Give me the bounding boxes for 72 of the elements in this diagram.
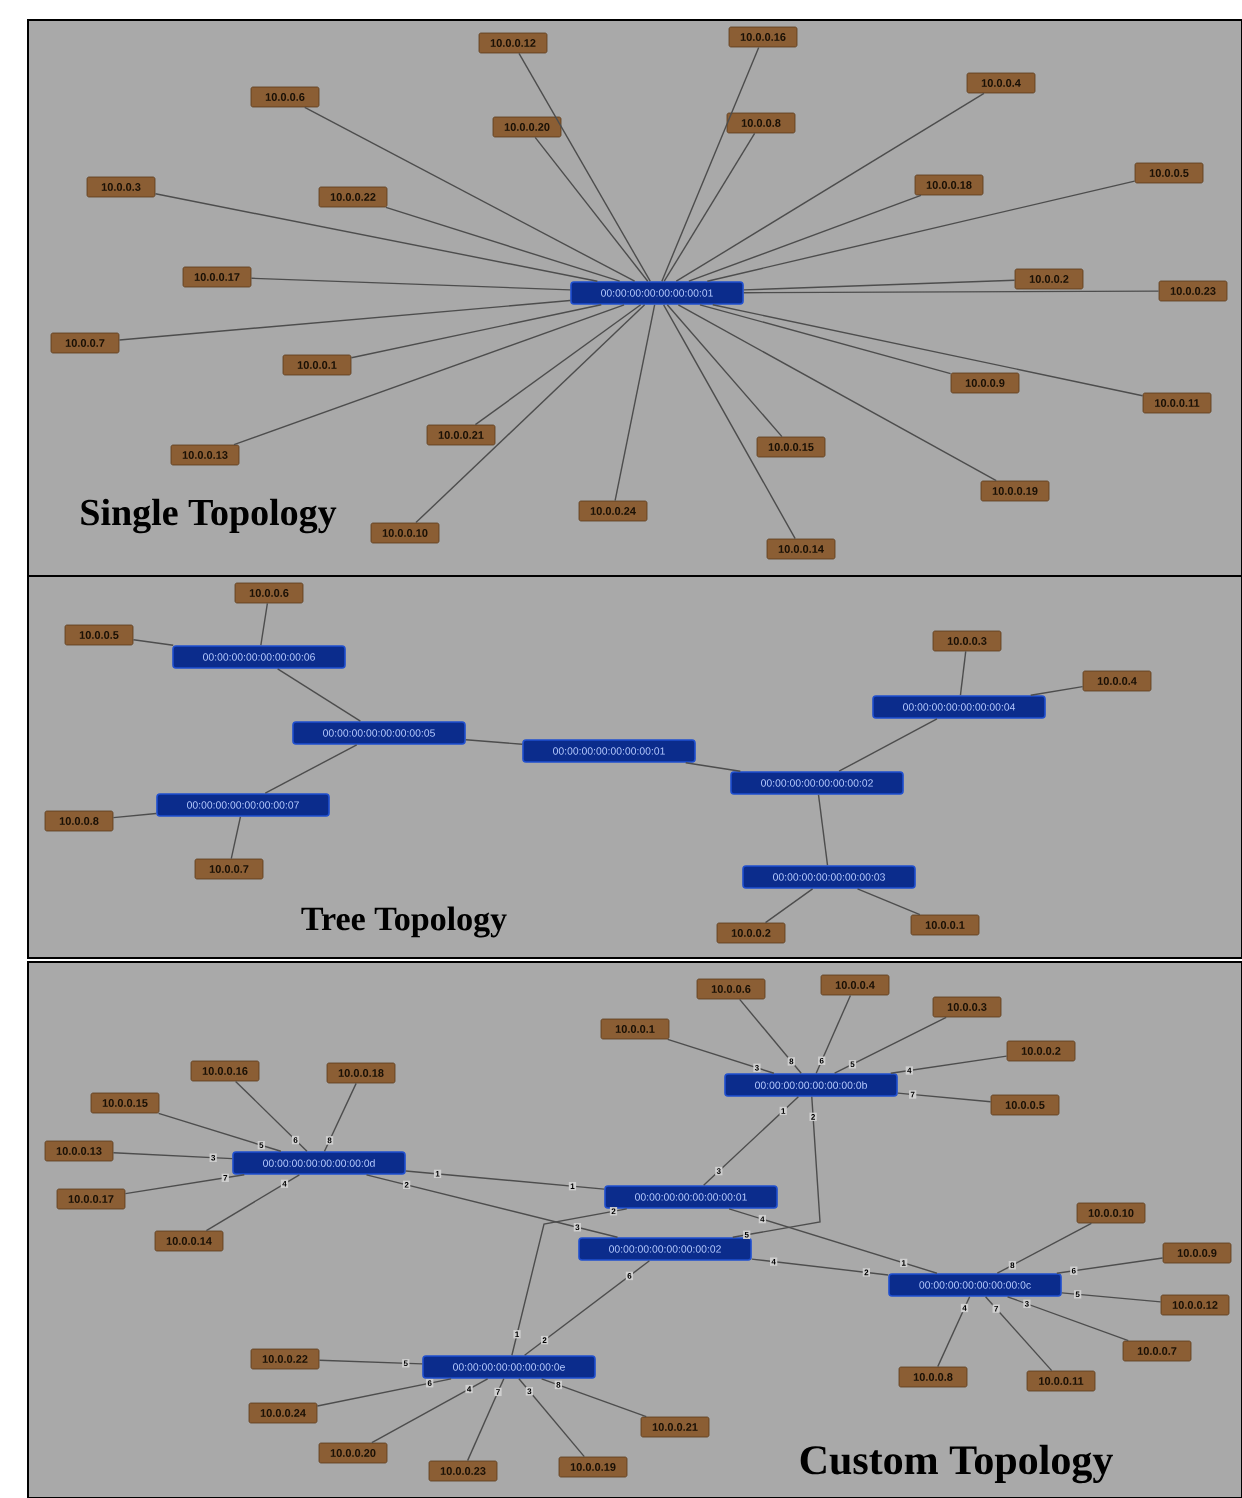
link-line bbox=[132, 639, 174, 646]
link-line bbox=[856, 888, 921, 916]
link-line bbox=[838, 718, 938, 772]
link-line bbox=[323, 1082, 357, 1152]
link-line bbox=[728, 1208, 938, 1274]
link-line bbox=[385, 206, 621, 282]
link-line bbox=[511, 1208, 628, 1356]
link-line bbox=[732, 1096, 821, 1238]
link-line bbox=[897, 1092, 992, 1103]
link-line bbox=[996, 1222, 1093, 1274]
link-line bbox=[1056, 1257, 1164, 1274]
link-line bbox=[614, 304, 656, 502]
link-line bbox=[815, 994, 852, 1074]
link-line bbox=[365, 1174, 619, 1238]
link-line bbox=[157, 1112, 282, 1152]
link-line bbox=[316, 1378, 452, 1407]
link-line bbox=[688, 194, 922, 282]
link-line bbox=[415, 304, 646, 524]
link-line bbox=[518, 52, 651, 282]
link-line bbox=[984, 1296, 1053, 1372]
link-line bbox=[890, 1055, 1008, 1074]
link-line bbox=[663, 132, 756, 282]
link-line bbox=[318, 1359, 423, 1365]
link-line bbox=[667, 1038, 775, 1074]
link-line bbox=[540, 1378, 647, 1418]
link-line bbox=[112, 1152, 233, 1160]
link-line bbox=[712, 304, 1144, 397]
link-line bbox=[751, 1258, 889, 1276]
panel-title: Single Topology bbox=[81, 498, 337, 534]
link-line bbox=[260, 602, 269, 646]
panel-title: Custom Topology bbox=[800, 1444, 1113, 1484]
link-line bbox=[405, 1170, 605, 1190]
link-line bbox=[817, 794, 829, 866]
link-line bbox=[465, 739, 523, 745]
link-line bbox=[276, 668, 362, 722]
link-line bbox=[264, 744, 358, 794]
link-line bbox=[959, 650, 967, 696]
link-line bbox=[1006, 1296, 1130, 1342]
link-line bbox=[230, 816, 242, 860]
link-line bbox=[474, 304, 642, 426]
link-line bbox=[661, 46, 760, 282]
link-line bbox=[685, 762, 741, 772]
link-line bbox=[233, 304, 625, 446]
link-line bbox=[764, 888, 814, 924]
link-line bbox=[743, 279, 1016, 291]
link-line bbox=[738, 998, 802, 1074]
link-line bbox=[234, 1080, 308, 1152]
link-line bbox=[304, 106, 636, 282]
link-line bbox=[124, 1174, 245, 1195]
link-line bbox=[833, 1016, 947, 1074]
link-line bbox=[937, 1296, 971, 1368]
link-line bbox=[371, 1378, 489, 1444]
link-line bbox=[154, 193, 599, 282]
link-line bbox=[666, 304, 783, 438]
link-line bbox=[534, 136, 649, 282]
link-line bbox=[1030, 685, 1084, 696]
link-line bbox=[677, 304, 997, 482]
link-line bbox=[523, 1260, 651, 1356]
link-line bbox=[205, 1174, 301, 1232]
link-line bbox=[112, 812, 157, 819]
link-line bbox=[350, 304, 602, 359]
link-line bbox=[118, 299, 571, 341]
link-line bbox=[1061, 1292, 1162, 1303]
link-line bbox=[706, 180, 1136, 282]
link-line bbox=[702, 1096, 800, 1186]
link-line bbox=[699, 304, 952, 375]
link-line bbox=[250, 277, 571, 291]
panel-title: Tree Topology bbox=[301, 906, 507, 938]
link-line bbox=[675, 92, 985, 282]
link-line bbox=[518, 1378, 585, 1458]
link-line bbox=[466, 1378, 505, 1462]
link-line bbox=[743, 290, 1160, 294]
